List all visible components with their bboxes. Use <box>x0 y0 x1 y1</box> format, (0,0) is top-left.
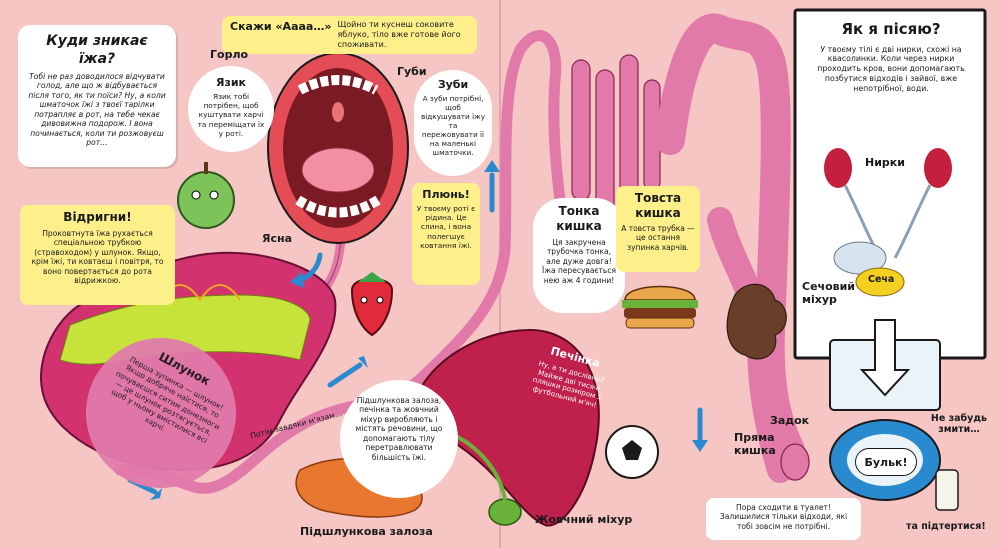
burp-text: Проковтнута їжа рухається спеціальною тр… <box>31 229 164 286</box>
pee-title: Як я пісяю? <box>841 20 941 38</box>
food-strawberry <box>350 272 394 337</box>
large-intestine-title: Товста кишка <box>634 191 682 220</box>
spit-text: У твоєму роті є рідина. Це слина, і вона… <box>416 203 476 250</box>
pee-card: Як я пісяю? У твоєму тілі є дві нирки, с… <box>804 16 978 156</box>
say-aaaa-card: Скажи «Аааа…» Щойно ти куснеш соковите я… <box>222 16 477 54</box>
say-aaaa-text: Щойно ти куснеш соковите яблуко, тіло вж… <box>337 20 461 49</box>
small-intestine-coils <box>571 54 661 221</box>
pancreas-note-card: Підшлункова залоза, печінка та жовчний м… <box>340 380 458 498</box>
gums-label: Ясна <box>262 232 293 245</box>
toilet-note-card: Пора сходити в туалет! Залишилися тільки… <box>706 498 861 540</box>
gallbladder <box>488 498 522 526</box>
teeth-text: А зуби потрібні, щоб відкушувати їжу та … <box>420 93 486 158</box>
burp-title: Відригни! <box>63 210 132 224</box>
spit-title: Плюнь! <box>422 188 470 201</box>
burp-card: Відригни! Проковтнута їжа рухається спец… <box>20 205 175 305</box>
pancreas-label: Підшлункова залоза <box>300 525 433 538</box>
kidneys-label: Нирки <box>865 156 905 169</box>
teeth-card: Зуби А зуби потрібні, щоб відкушувати їж… <box>414 70 492 176</box>
small-intestine-title: Тонка кишка <box>556 204 602 233</box>
small-intestine-card: Тонка кишка Ця закручена трубочка тонка,… <box>533 198 625 313</box>
intro-card: Куди зникає їжа? Тобі не раз доводилося … <box>18 25 176 167</box>
large-intestine-text: А товста трубка — це остання зупинка хар… <box>621 224 695 252</box>
poop <box>726 283 787 360</box>
rectum <box>780 443 810 481</box>
large-intestine-card: Товста кишка А товста трубка — це останн… <box>616 186 700 272</box>
and-wipe-label: та підтертися! <box>906 521 986 532</box>
spit-card: Плюнь! У твоєму роті є рідина. Це слина,… <box>412 183 480 285</box>
food-apple <box>177 162 235 229</box>
throat-label: Горло <box>210 48 249 61</box>
urinary-diagram <box>824 148 952 297</box>
mouth-illustration <box>267 52 409 244</box>
pee-text: У твоєму тілі є дві нирки, схожі на квас… <box>817 44 965 93</box>
small-intestine-text: Ця закручена трубочка тонка, але дуже до… <box>542 238 616 285</box>
football <box>605 425 659 479</box>
small-intestine-tube <box>114 30 591 494</box>
lips-label: Губи <box>397 65 427 78</box>
rectum-label: Пряма кишка <box>734 431 776 457</box>
urine-label: Сеча <box>868 274 895 285</box>
tongue-title: Язик <box>215 76 247 89</box>
anus-label: Задок <box>770 414 810 427</box>
remember-label: Не забудь змити… <box>930 413 988 435</box>
bladder-label: Сечовий міхур <box>802 280 856 306</box>
tongue-card: Язик Язик тобі потрібен, щоб куштувати х… <box>188 66 274 152</box>
intro-title: Куди зникає їжа? <box>46 33 148 67</box>
intro-text: Тобі не раз доводилося відчувати голод, … <box>28 72 166 148</box>
flush-bubble: Бульк! <box>855 448 917 476</box>
food-burger <box>622 285 698 329</box>
say-aaaa-title: Скажи «Аааа…» <box>230 20 332 33</box>
gallbladder-label: Жовчний міхур <box>535 513 633 526</box>
tongue-text: Язик тобі потрібен, щоб куштувати харчі … <box>197 91 265 138</box>
flow-arrowheads <box>150 160 708 500</box>
teeth-title: Зуби <box>437 78 469 91</box>
